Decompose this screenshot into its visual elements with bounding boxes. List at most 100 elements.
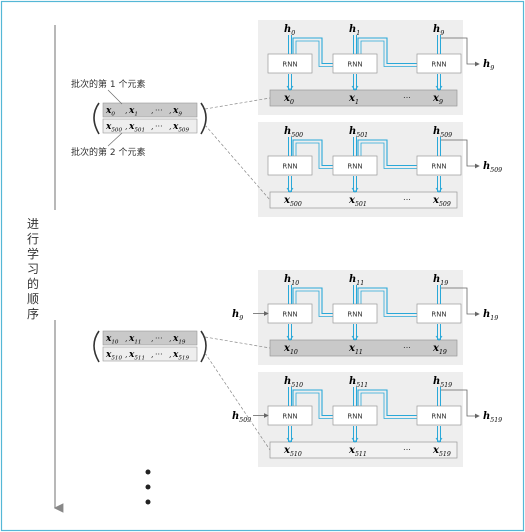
input-label: x519 (432, 445, 451, 458)
incoming-state-label: h9 (232, 309, 243, 322)
carried-state-label: h509 (483, 161, 502, 174)
arrow-head (286, 85, 294, 91)
ellipsis: ··· (155, 334, 163, 343)
left-paren (93, 330, 100, 363)
comma: , (151, 350, 154, 359)
rnn-label: RNN (347, 311, 362, 319)
batch-element: x510 (105, 350, 122, 362)
ellipsis: ··· (155, 122, 163, 131)
hidden-state-label: h519 (433, 376, 452, 389)
rnn-cell (416, 53, 462, 74)
batch-element: x1 (128, 106, 138, 118)
comma: , (125, 350, 128, 359)
rnn-cell (267, 53, 313, 74)
hidden-state-flow (292, 37, 333, 65)
batch-element: x9 (172, 106, 182, 118)
batch-row (102, 102, 198, 118)
comma: , (125, 334, 128, 343)
rnn-cell (416, 303, 462, 324)
arrow-head (351, 437, 359, 443)
input-label: x11 (348, 343, 363, 356)
rnn-cell (416, 155, 462, 176)
label-leader (107, 89, 123, 105)
hidden-state-label: h19 (433, 274, 448, 287)
hidden-state-flow (292, 139, 333, 167)
batch-element: x519 (172, 350, 189, 362)
hidden-state-label: h10 (284, 274, 299, 287)
batch-row (102, 330, 198, 346)
input-label: x1 (348, 93, 359, 106)
comma: , (169, 106, 172, 115)
ellipsis: ··· (403, 94, 411, 103)
rnn-cell (332, 155, 378, 176)
input-label: x509 (432, 195, 451, 208)
input-label: x501 (348, 195, 367, 208)
rnn-cell (416, 405, 462, 426)
hidden-state-label: h1 (349, 24, 360, 37)
rnn-label: RNN (282, 163, 297, 171)
ellipsis: ··· (155, 106, 163, 115)
arrow-head (286, 437, 294, 443)
input-label: x9 (432, 93, 443, 106)
batch-second-label: 批次的第 2 个元素 (71, 146, 145, 158)
batch-element: x501 (128, 122, 145, 134)
hidden-state-flow (295, 40, 333, 67)
comma: , (125, 106, 128, 115)
comma: , (169, 122, 172, 131)
hidden-state-flow (360, 392, 417, 419)
comma: , (169, 350, 172, 359)
hidden-state-label: h500 (284, 126, 303, 139)
dashed-connector (204, 97, 271, 110)
batch-element: x0 (105, 106, 115, 118)
hidden-state-flow (292, 389, 333, 417)
ellipsis: ··· (403, 446, 411, 455)
hidden-state-label: h511 (349, 376, 368, 389)
input-label: x500 (283, 195, 302, 208)
state-output-arrow (441, 389, 480, 419)
rnn-cell (332, 53, 378, 74)
rnn-cell (332, 405, 378, 426)
continuation-dot (145, 484, 151, 490)
ellipsis: ··· (155, 350, 163, 359)
input-row (269, 89, 458, 107)
order-label: 进行学习的顺序 (27, 217, 39, 321)
continuation-dot (145, 499, 151, 505)
arrow-head (351, 85, 359, 91)
arrow-head (351, 187, 359, 193)
left-paren (93, 102, 100, 135)
carried-state-label: h519 (483, 411, 502, 424)
input-row (269, 191, 458, 209)
rnn-label: RNN (431, 311, 446, 319)
rnn-label: RNN (282, 413, 297, 421)
ellipsis: ··· (403, 196, 411, 205)
rnn-label: RNN (347, 413, 362, 421)
hidden-state-label: h510 (284, 376, 303, 389)
hidden-state-flow (360, 290, 417, 317)
carried-state-label: h9 (483, 59, 494, 72)
dashed-connector (204, 124, 271, 201)
input-label: x511 (348, 445, 367, 458)
batch-element: x11 (128, 334, 141, 346)
comma: , (151, 106, 154, 115)
comma: , (169, 334, 172, 343)
hidden-state-flow (357, 287, 417, 315)
batch-element: x19 (172, 334, 186, 346)
right-paren (200, 102, 207, 135)
comma: , (125, 122, 128, 131)
hidden-state-label: h509 (433, 126, 452, 139)
batch-element: x500 (105, 122, 122, 134)
hidden-state-label: h11 (349, 274, 364, 287)
ellipsis: ··· (403, 344, 411, 353)
rnn-label: RNN (347, 61, 362, 69)
dashed-connector (204, 336, 271, 349)
rnn-cell (332, 303, 378, 324)
hidden-state-flow (295, 142, 333, 169)
carried-state-label: h19 (483, 309, 498, 322)
